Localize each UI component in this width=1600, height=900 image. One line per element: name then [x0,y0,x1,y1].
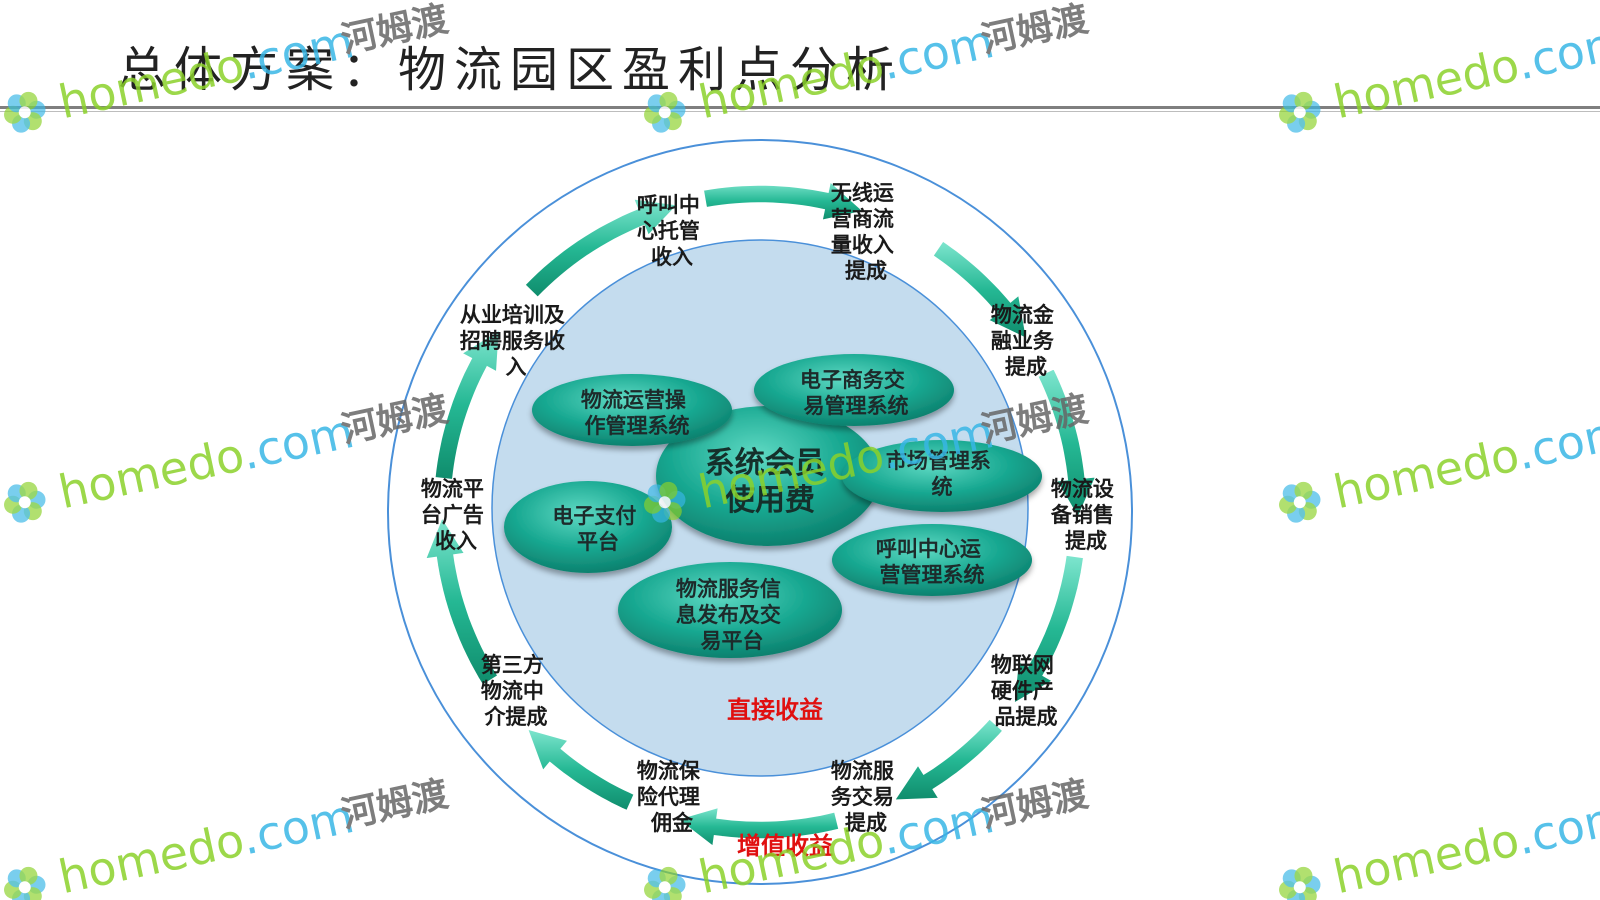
system-label-callcenter: 呼叫中心运 营管理系统 [876,537,988,587]
cycle-arrow-1 [702,180,866,222]
watermark-brand: homedo.com [1329,14,1600,129]
cycle-arrow-6 [676,806,841,848]
revenue-item-logistics-finance: 物流金 融业务 提成 [991,303,1061,379]
watermark-brand: homedo.com [54,404,359,519]
cycle-arrow-4 [1013,554,1085,705]
watermark-brand: homedo.com [694,14,999,129]
system-label-ops: 物流运营操 作管理系统 [581,388,693,438]
cycle-arrow-10 [523,197,680,299]
revenue-item-platform-ads: 物流平 台广告 收入 [421,477,491,553]
flower-logo-icon [644,91,686,133]
title-divider [0,106,1600,109]
revenue-item-wireless-operator: 无线运 营商流 量收入 提成 [831,181,901,283]
flower-logo-icon [4,866,46,900]
watermark-brand: homedo.com [54,789,359,900]
system-label-payment: 电子支付 平台 [552,504,643,554]
system-ellipse-ecommerce [754,354,954,426]
cycle-arrow-5 [892,717,1005,802]
cycle-arrow-9 [433,328,501,481]
revenue-item-training-recruiting: 从业培训及 招聘服务收 入 [460,303,572,379]
flower-logo-icon [4,91,46,133]
system-ellipse-callcenter [832,524,1032,596]
flower-logo-icon [1279,91,1321,133]
cycle-arrow-8 [424,515,500,687]
system-ellipse-info-platform [618,562,842,658]
revenue-item-third-party-broker: 第三方 物流中 介提成 [481,653,551,729]
system-label-market: 市场管理系 统 [886,449,998,499]
center-label: 系统会员 使用费 [705,446,835,518]
cycle-arrow-2 [931,239,1028,341]
direct-revenue-label: 直接收益 [727,696,823,724]
system-ellipse-market [842,440,1042,512]
watermark-cn: 河姆渡 [338,0,452,61]
cycle-arrows [424,180,1098,848]
value-added-revenue-label: 增值收益 [737,832,833,860]
cycle-arrow-3 [1036,367,1098,520]
flower-logo-icon [644,481,686,523]
watermark-cn: 河姆渡 [978,0,1092,61]
watermark-brand: homedo.com [54,14,359,129]
cycle-arrow-7 [526,727,636,812]
title-divider-thin [0,111,1600,112]
system-label-info-platform: 物流服务信 息发布及交 易平台 [676,577,788,653]
flower-logo-icon [1279,481,1321,523]
center-node [656,406,880,546]
revenue-item-service-trade: 物流服 务交易 提成 [831,759,901,835]
revenue-item-insurance-agency: 物流保 险代理 佣金 [637,759,707,835]
revenue-item-iot-hardware: 物联网 硬件产 品提成 [991,653,1061,729]
watermark-brand: homedo.com [1329,789,1600,900]
flower-logo-icon [4,481,46,523]
slide-title: 总体方案：物流园区盈利点分析 [118,42,903,98]
flower-logo-icon [1279,866,1321,900]
system-label-ecommerce: 电子商务交 易管理系统 [800,368,912,418]
watermark-cn: 河姆渡 [338,774,452,837]
watermark-brand: homedo.com [1329,404,1600,519]
flower-logo-icon [644,866,686,900]
system-ellipse-payment [504,481,672,573]
system-ellipse-ops [532,374,732,446]
revenue-item-call-center-hosting: 呼叫中 心托管 收入 [637,193,707,269]
revenue-item-equipment-sales: 物流设 备销售 提成 [1050,477,1121,553]
